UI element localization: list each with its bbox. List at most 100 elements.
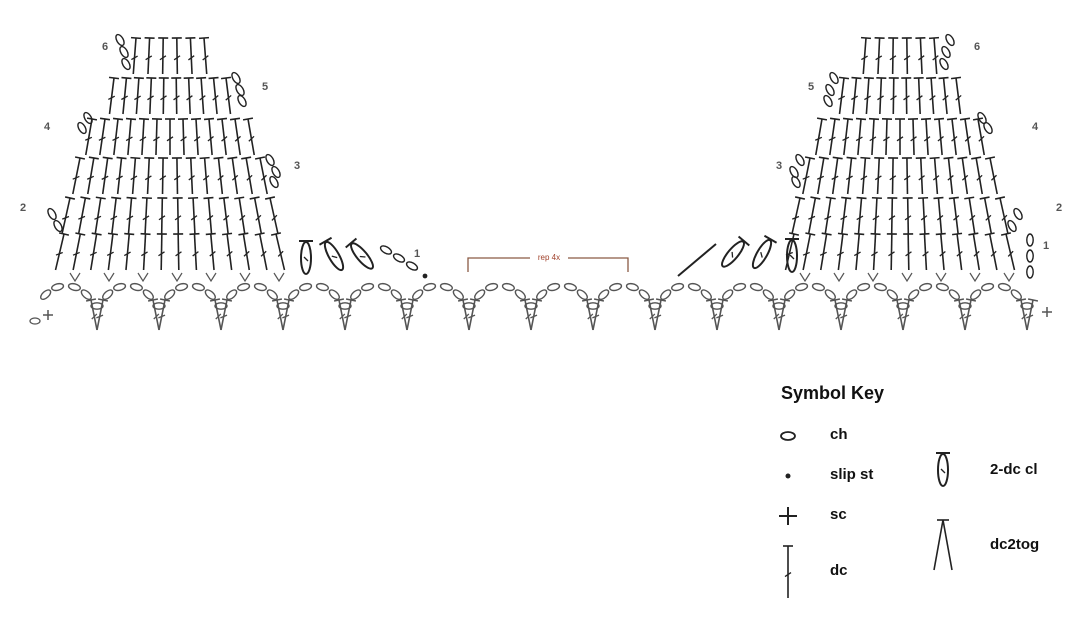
chain-stitch xyxy=(671,282,685,292)
dc-stitch xyxy=(984,232,998,271)
dc-stitch xyxy=(203,117,215,156)
dc-stitch xyxy=(171,77,182,115)
chain-stitch xyxy=(191,282,205,292)
arrow-mark xyxy=(799,272,811,283)
two-dc-cluster-stitch xyxy=(318,236,345,272)
chain-stitch xyxy=(1020,302,1034,310)
dc-stitch xyxy=(643,298,656,331)
dc-stitch xyxy=(146,76,157,115)
dc-stitch xyxy=(220,76,232,115)
chain-stitch xyxy=(412,289,424,301)
dc-stitch xyxy=(933,117,945,156)
dc-stitch xyxy=(457,298,470,331)
chain-stitch xyxy=(29,317,41,325)
dc-stitch xyxy=(96,298,109,331)
dc-stitch xyxy=(964,298,977,331)
chain-stitch xyxy=(164,289,176,301)
dc-stitch xyxy=(860,156,871,195)
arrow-mark xyxy=(103,272,115,283)
dc-stitch xyxy=(171,37,182,75)
chain-stitch xyxy=(152,302,166,310)
arrow-mark xyxy=(69,272,81,283)
chain-stitch xyxy=(338,302,352,310)
chain-stitch xyxy=(834,302,848,310)
dc-stitch xyxy=(158,298,171,331)
dc-stitch xyxy=(855,117,867,156)
chain-stitch xyxy=(846,289,858,301)
chain-stitch xyxy=(40,289,52,301)
chain-stitch xyxy=(700,289,712,301)
dc-stitch xyxy=(929,156,940,195)
dc-stitch xyxy=(144,36,155,75)
chain-stitch xyxy=(390,289,402,301)
key-label-slip-st: slip st xyxy=(830,466,874,483)
chain-stitch xyxy=(536,289,548,301)
chain-stitch xyxy=(315,282,329,292)
dc-stitch xyxy=(968,232,981,271)
dc-stitch xyxy=(222,232,233,271)
row-number-label: 5 xyxy=(808,81,814,93)
dc-stitch xyxy=(190,117,202,156)
key-label-ch: ch xyxy=(830,426,848,443)
chain-stitch xyxy=(514,289,526,301)
chain-stitch xyxy=(857,282,871,292)
chain-stitch xyxy=(423,282,437,292)
chain-stitch xyxy=(265,153,275,167)
chain-stitch xyxy=(660,289,672,301)
dc-stitch xyxy=(77,196,91,235)
dc-stitch xyxy=(964,196,976,235)
dc-stitch xyxy=(881,118,893,156)
chain-stitch xyxy=(102,289,114,301)
dc-stitch xyxy=(156,233,167,271)
dc-stitch xyxy=(270,232,286,271)
chain-stitch xyxy=(896,302,910,310)
dc-stitch xyxy=(125,117,137,156)
dc-stitch xyxy=(903,233,914,271)
row-number-label: 3 xyxy=(294,160,300,172)
dc-stitch xyxy=(953,298,966,331)
chain-stitch xyxy=(501,282,515,292)
dc-stitch xyxy=(853,232,865,271)
dc-stitch xyxy=(196,76,207,115)
chain-stitch xyxy=(829,71,839,85)
chain-stitch xyxy=(266,289,278,301)
arrow-mark xyxy=(901,272,913,283)
chain-stitch xyxy=(824,289,836,301)
chain-stitch xyxy=(328,289,340,301)
chain-stitch xyxy=(452,289,464,301)
dc-stitch xyxy=(98,117,111,156)
dc-stitch xyxy=(950,76,962,115)
dc-stitch xyxy=(913,76,924,115)
key-label-dc2tog: dc2tog xyxy=(990,536,1040,553)
slip-st-stitch xyxy=(422,273,428,279)
repeat-bracket: rep 4x xyxy=(467,251,629,272)
dc-stitch xyxy=(218,196,230,235)
dc-stitch xyxy=(876,76,887,115)
dc-stitch xyxy=(140,232,151,271)
two-dc-cluster-stitch xyxy=(299,240,313,275)
dc-stitch xyxy=(172,197,183,235)
dc-stitch xyxy=(816,156,829,195)
row-number-label: 1 xyxy=(414,248,420,260)
dc-stitch xyxy=(126,196,137,235)
dc-stitch xyxy=(177,118,189,156)
chain-stitch xyxy=(53,219,63,233)
dc-stitch xyxy=(783,545,793,598)
dc-stitch xyxy=(838,76,850,115)
arrow-mark xyxy=(171,272,183,283)
chain-stitch xyxy=(379,245,393,255)
foundation-chain-row xyxy=(29,282,1052,331)
chain-stitch xyxy=(945,33,955,47)
sc-stitch xyxy=(43,310,53,320)
chain-stitch xyxy=(795,153,805,167)
chain-stitch xyxy=(958,302,972,310)
chain-stitch xyxy=(226,289,238,301)
chain-stitch xyxy=(1026,265,1034,279)
dc-stitch xyxy=(918,196,929,235)
chain-stitch xyxy=(722,289,734,301)
chain-stitch xyxy=(791,175,801,189)
dc-stitch xyxy=(902,197,913,235)
dc-stitch xyxy=(72,156,86,195)
